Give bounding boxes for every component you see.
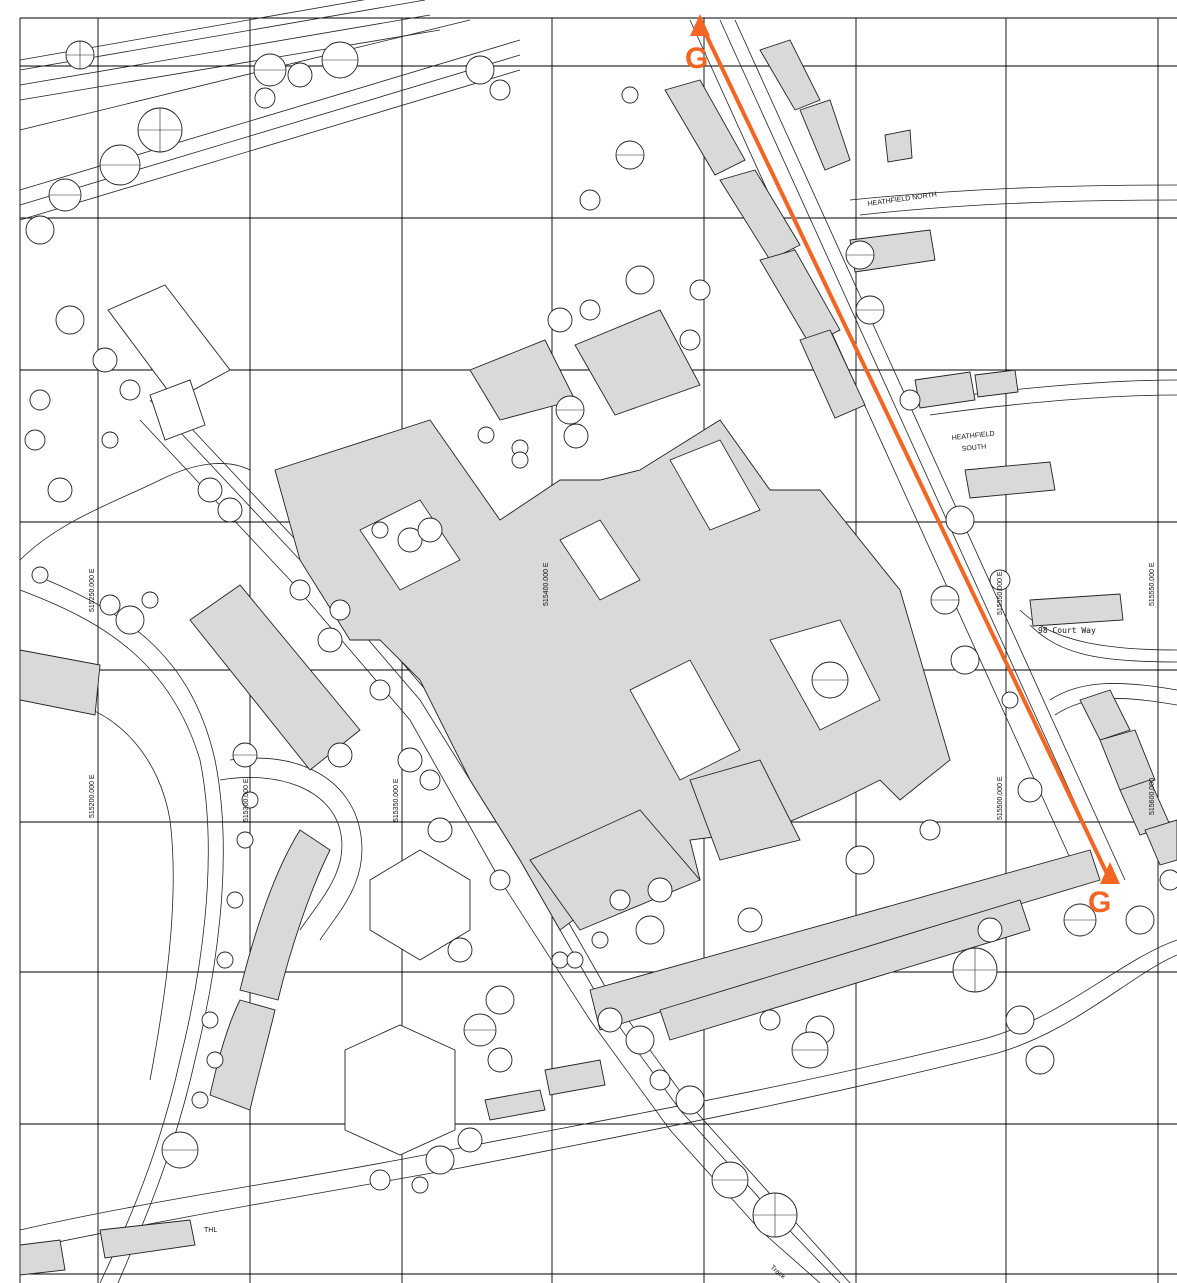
landscape-features <box>344 849 471 1156</box>
section-start-label: G <box>685 42 708 75</box>
coord-label-515500: 515500.000 E <box>997 776 1004 820</box>
main-building-complex <box>19 39 1177 1276</box>
street-label-thl: THL <box>204 1227 217 1234</box>
coord-label-515400: 515400.000 E <box>543 562 550 606</box>
coord-label-515300: 515300.000 E <box>243 778 250 822</box>
section-arrow-top <box>690 14 710 36</box>
right-street <box>689 19 1126 881</box>
street-label-south: SOUTH <box>961 443 986 453</box>
section-arrow-bottom <box>1100 862 1120 884</box>
coordinate-labels: 515550.000 E 515200.000 E 515250.000 E 5… <box>89 562 1156 822</box>
street-label-heathfield: HEATHFIELD <box>951 431 995 442</box>
trees <box>24 40 1177 1238</box>
section-line-g: G G <box>685 14 1120 919</box>
street-label-court-way: 98 Court Way <box>1038 626 1096 635</box>
section-end-label: G <box>1088 886 1111 919</box>
coord-label-515200: 515200.000 E <box>89 774 96 818</box>
coord-label-515550-right: 515550.000 E <box>1149 562 1156 606</box>
coord-label-515600: 515600.000 <box>1149 778 1156 815</box>
coord-label-515350: 515350.000 E <box>393 778 400 822</box>
roads <box>19 184 1177 1283</box>
coord-label-515550-center: 515550.000 E <box>997 571 1004 615</box>
coord-label-515250: 515250.000 E <box>89 568 96 612</box>
